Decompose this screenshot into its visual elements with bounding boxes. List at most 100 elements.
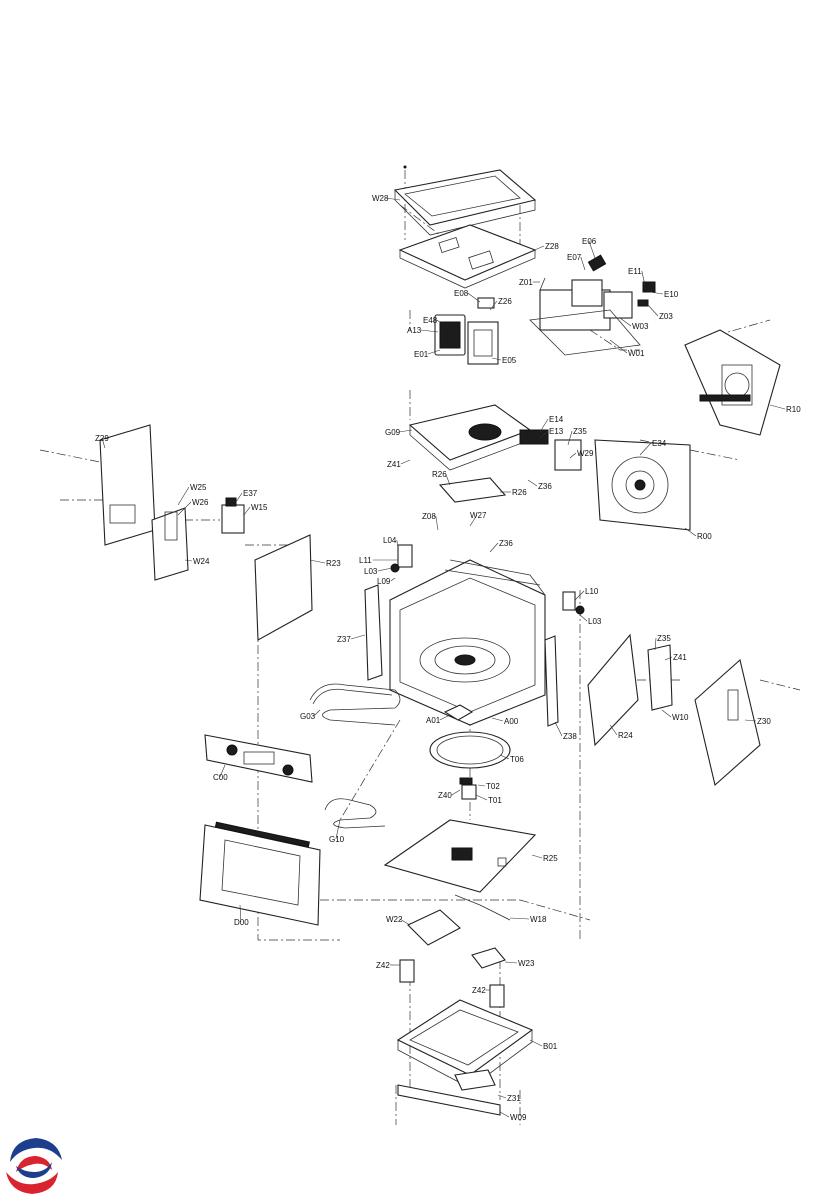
part-label: E10: [664, 290, 679, 299]
part-label: A13: [407, 326, 422, 335]
part-label: E11: [628, 267, 642, 276]
hinge-brackets-part: [399, 959, 505, 1008]
lamp-left-part: [390, 544, 413, 573]
leader-line: [399, 918, 411, 926]
part-label: W03: [632, 322, 649, 331]
leader-line: [235, 492, 243, 503]
leader-line: [427, 349, 441, 355]
part-label: R26: [512, 488, 527, 497]
leader-line: [491, 357, 502, 361]
part-label: G10: [329, 835, 345, 844]
part-label: Z37: [337, 635, 351, 644]
leader-line: [619, 317, 632, 327]
part-label: Z36: [499, 539, 513, 548]
part-label: W09: [510, 1113, 527, 1122]
main-cavity-part: [389, 559, 546, 726]
leader-line: [641, 270, 646, 286]
leader-line: [435, 515, 439, 531]
left-cavity-panel-part: [254, 534, 313, 641]
part-label: Z41: [673, 653, 687, 662]
part-label: Z35: [657, 634, 671, 643]
part-label: Z41: [387, 460, 401, 469]
part-label: W10: [672, 713, 689, 722]
part-label: T02: [486, 782, 500, 791]
bottom-heater-part: [324, 798, 386, 829]
part-label: Z40: [438, 791, 452, 800]
part-label: R26: [432, 470, 447, 479]
leader-line: [744, 719, 757, 722]
leader-line: [400, 459, 411, 465]
leader-line: [539, 418, 549, 433]
right-cavity-panel-part: [587, 633, 639, 747]
leader-line: [661, 709, 672, 718]
leader-line: [580, 256, 586, 271]
part-label: R00: [697, 532, 712, 541]
part-label: G03: [300, 712, 316, 721]
part-label: E05: [502, 356, 517, 365]
leader-line: [489, 300, 498, 311]
leader-line: [499, 754, 510, 760]
leader-line: [509, 917, 530, 920]
part-label: Z03: [659, 312, 673, 321]
leader-line: [569, 452, 577, 459]
leader-line: [639, 442, 652, 456]
left-side-panel-part: [99, 424, 156, 546]
leader-line: [420, 329, 439, 333]
leader-line: [529, 245, 545, 253]
part-label: E14: [549, 415, 564, 424]
part-label: E34: [652, 439, 667, 448]
small-bracket-part: [471, 947, 506, 969]
part-label: G09: [385, 428, 401, 437]
leader-line: [477, 784, 486, 787]
leader-line: [184, 559, 193, 562]
part-label: W22: [386, 915, 403, 924]
lamp-right-part: [562, 591, 585, 615]
cover-plate-part: [443, 704, 474, 721]
fan-cavity-part: [594, 439, 691, 531]
door-part: [199, 821, 321, 926]
right-rail-part: [544, 635, 559, 727]
part-label: Z36: [538, 482, 552, 491]
part-label: W18: [530, 915, 547, 924]
leader-line: [567, 430, 573, 446]
part-label: W24: [193, 557, 210, 566]
leader-line: [177, 501, 192, 516]
leader-line: [436, 319, 441, 323]
part-label: W15: [251, 503, 268, 512]
part-label: E37: [243, 489, 258, 498]
bottom-bracket-part: [407, 894, 511, 946]
leader-line: [101, 437, 106, 449]
control-panel-part: [204, 734, 313, 783]
part-label: W28: [372, 194, 389, 203]
top-cover-part: [393, 165, 537, 236]
leader-line: [531, 854, 543, 859]
leader-line: [609, 724, 618, 736]
part-label: W29: [577, 449, 594, 458]
part-label: Z35: [573, 427, 587, 436]
leader-line: [504, 961, 518, 964]
leader-line: [385, 197, 401, 201]
part-label: E08: [454, 289, 469, 298]
leader-line: [177, 486, 190, 506]
part-label: R24: [618, 731, 633, 740]
part-label: R25: [543, 854, 558, 863]
leader-line: [654, 637, 657, 651]
bottom-plate-part: [383, 819, 537, 893]
part-label: E48: [423, 316, 438, 325]
leader-line: [574, 590, 585, 601]
leader-line: [588, 240, 596, 259]
leader-lines: [101, 197, 786, 1118]
leader-line: [499, 1111, 510, 1118]
leader-line: [439, 714, 451, 721]
leader-line: [539, 430, 549, 439]
turntable-motor-part: [459, 777, 477, 800]
part-label: Z30: [757, 717, 771, 726]
part-label: R10: [786, 405, 801, 414]
leader-line: [390, 577, 396, 582]
right-bracket-part: [647, 644, 673, 711]
part-label: A01: [426, 716, 441, 725]
part-label: Z42: [472, 986, 486, 995]
part-label: L11: [359, 556, 372, 565]
part-label: Z42: [376, 961, 390, 970]
